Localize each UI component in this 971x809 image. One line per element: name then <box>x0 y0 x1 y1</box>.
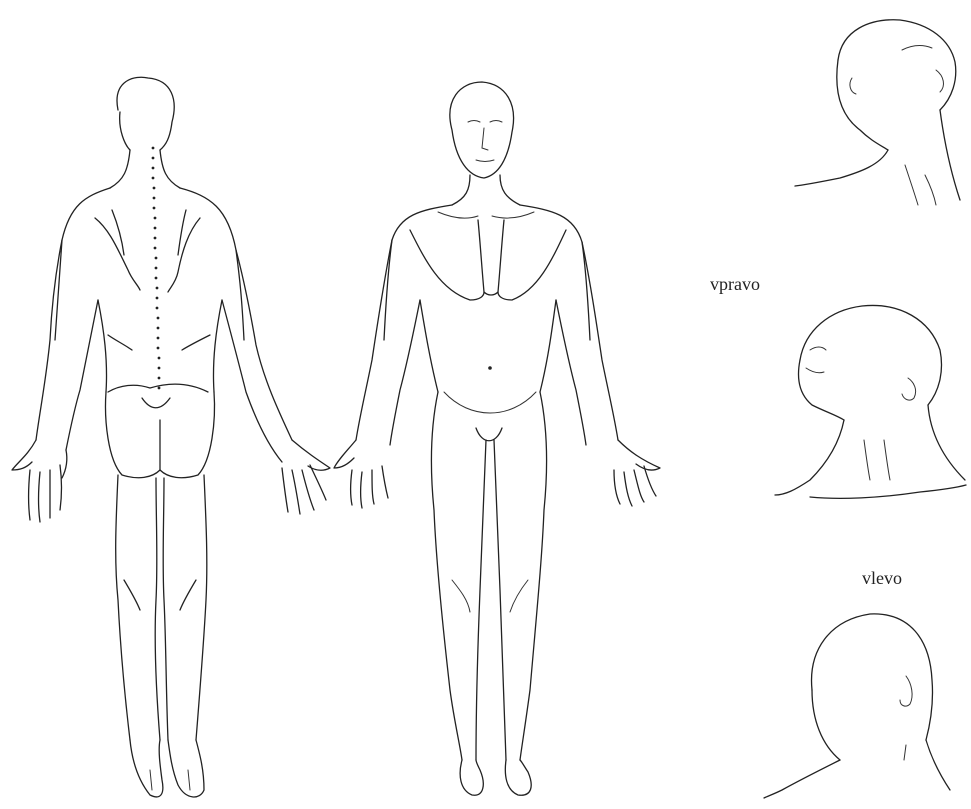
head-view-right <box>775 305 966 498</box>
head-view-left <box>764 614 950 798</box>
label-right: vpravo <box>710 274 760 295</box>
front-view-figure <box>334 82 660 795</box>
back-view-figure <box>12 77 330 797</box>
spine-dots <box>152 147 161 390</box>
head-view-up <box>795 20 960 205</box>
label-left: vlevo <box>862 568 902 589</box>
